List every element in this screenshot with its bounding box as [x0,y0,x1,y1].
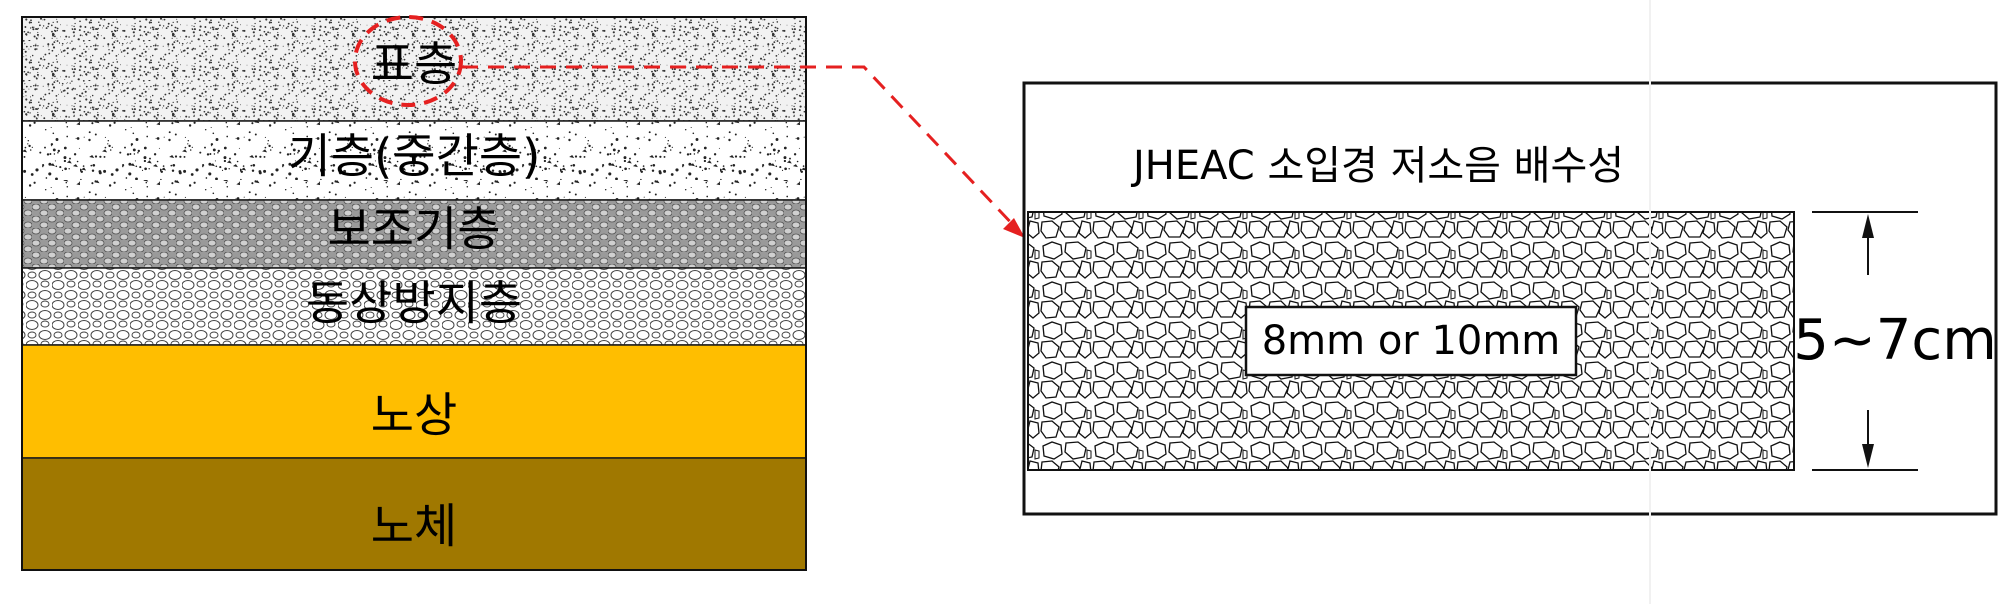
layer-frost-fill [21,267,807,346]
layer-base-label: 기층(중간층) [288,130,541,185]
dashed-circle-icon [353,15,463,107]
aggregate-size-box [1244,305,1578,377]
layer-frost-label: 동상방지층 [306,277,522,332]
layer-base-fill [21,120,807,201]
layer-roadbed-label: 노상 [371,389,457,444]
thickness-label: 5~7cm [1793,308,1997,373]
thickness-dimension: 5~7cm [1793,211,1997,471]
dashed-arrow-icon [462,65,1018,230]
layer-base: 기층(중간층) [21,120,807,201]
layer-embankment: 노체 [21,457,807,571]
aggregate-size-label: 8mm or 10mm [1262,318,1561,364]
callout-arrowhead [1003,218,1025,238]
layer-subbase: 보조기층 [21,199,807,269]
layer-surface-label: 표층 [371,38,457,93]
arrow-up-icon [1862,214,1874,238]
layer-frost: 동상방지층 [21,267,807,346]
layer-subbase-fill [21,199,807,269]
detail-title: JHEAC 소입경 저소음 배수성 [1130,143,1624,189]
layer-subbase-label: 보조기층 [328,203,501,258]
layer-embankment-label: 노체 [371,500,457,555]
arrow-down-icon [1862,444,1874,468]
layer-roadbed: 노상 [21,344,807,459]
detail-panel: JHEAC 소입경 저소음 배수성 8mm or 10mm 5~7cm [1022,81,1998,516]
